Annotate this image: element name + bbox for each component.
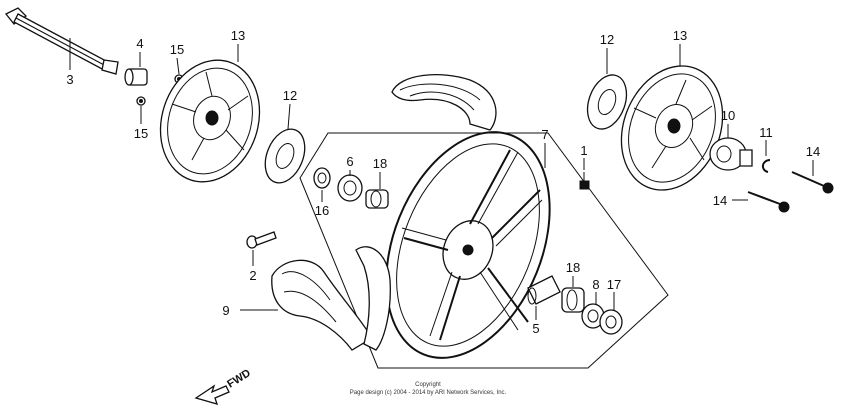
assembly-outline <box>299 132 669 369</box>
callout-14-right: 14 <box>806 144 820 159</box>
bolt-15-bottom <box>136 96 146 106</box>
callout-14-left: 14 <box>713 193 727 208</box>
callout-7: 7 <box>541 127 548 142</box>
callout-15-top: 15 <box>170 42 184 57</box>
copyright-line-1: Copyright <box>415 382 441 388</box>
axle-collar <box>124 68 148 86</box>
callout-9: 9 <box>222 303 229 318</box>
callout-8: 8 <box>592 277 599 292</box>
callout-11: 11 <box>759 125 773 140</box>
callout-3: 3 <box>66 72 73 87</box>
callout-5: 5 <box>532 321 539 336</box>
callout-16: 16 <box>315 203 329 218</box>
bolt-14-long <box>791 171 834 194</box>
callout-1: 1 <box>580 143 587 158</box>
callout-4: 4 <box>136 36 143 51</box>
callout-6: 6 <box>346 154 353 169</box>
bearing-6 <box>337 174 363 202</box>
callout-13-left: 13 <box>231 28 245 43</box>
callout-2: 2 <box>249 268 256 283</box>
copyright-line-2: Page design (c) 2004 - 2014 by ARI Netwo… <box>350 390 507 396</box>
brake-disc-right <box>620 65 724 191</box>
spacer-18-bottom <box>561 287 585 313</box>
collar-5 <box>527 275 561 305</box>
screw-2 <box>246 231 277 249</box>
dust-seal-16 <box>313 167 331 189</box>
tire-bottom <box>271 246 391 351</box>
callout-18-top: 18 <box>373 156 387 171</box>
callout-17: 17 <box>607 277 621 292</box>
brake-disc-left <box>159 59 261 183</box>
callout-12-left: 12 <box>283 88 297 103</box>
front-axle <box>4 7 119 75</box>
tire-valve <box>579 172 590 190</box>
bearing-8 <box>581 303 605 329</box>
callout-18-bottom: 18 <box>566 260 580 275</box>
callout-13-right: 13 <box>673 28 687 43</box>
fwd-label: FWD <box>225 367 253 390</box>
spacer-18-top <box>365 189 389 209</box>
forward-direction-arrow: FWD <box>194 367 253 405</box>
disc-gasket-right <box>586 74 628 130</box>
bolt-14-short <box>747 191 790 213</box>
callout-12-right: 12 <box>600 32 614 47</box>
dust-seal-17 <box>599 309 623 335</box>
cast-wheel <box>385 131 551 359</box>
callout-15-bottom: 15 <box>134 126 148 141</box>
disc-gasket-left <box>264 128 306 184</box>
speedometer-gearbox <box>709 137 753 171</box>
circlip <box>762 159 771 173</box>
tire-top <box>391 74 497 131</box>
callout-10: 10 <box>721 108 735 123</box>
